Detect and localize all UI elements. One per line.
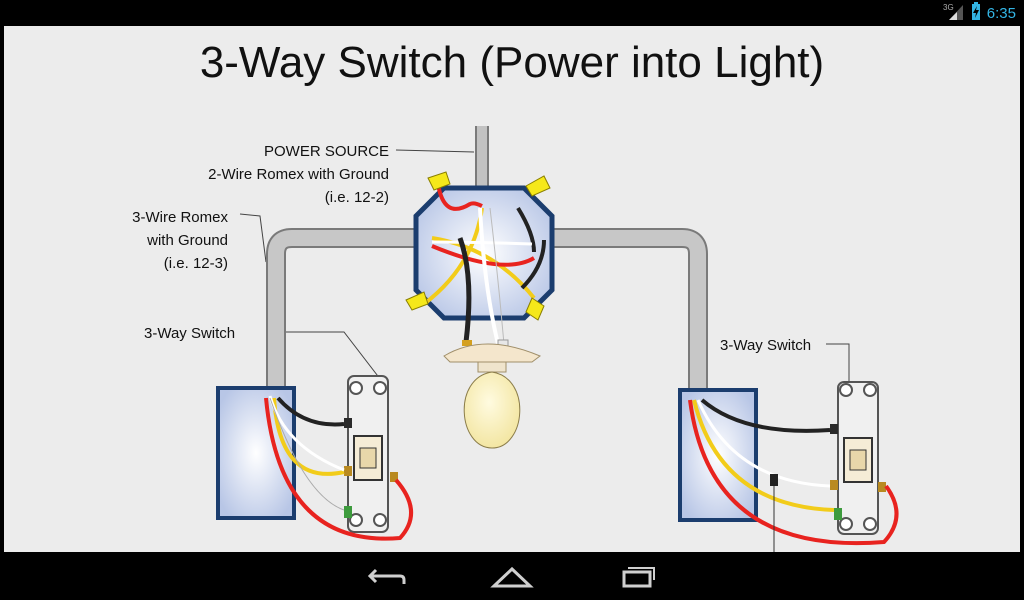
switch-right-label: 3-Way Switch <box>720 337 812 354</box>
clock: 6:35 <box>986 4 1016 22</box>
network-type: 3G <box>943 3 954 12</box>
status-bar: 3G 6:35 <box>0 0 1024 26</box>
battery-charging-icon <box>971 1 981 25</box>
navigation-bar <box>0 552 1024 600</box>
leader-lines <box>239 149 850 386</box>
switch-left-label: 3-Way Switch <box>144 325 236 342</box>
back-button[interactable] <box>354 558 414 594</box>
wiring-diagram <box>216 126 899 552</box>
light-fixture <box>443 339 541 449</box>
wire-nuts <box>405 171 551 321</box>
recents-button[interactable] <box>608 558 668 594</box>
three-way-switch-right <box>830 381 886 535</box>
romex3-text-b: with Ground <box>147 232 228 249</box>
back-icon <box>367 568 406 584</box>
romex3-label: 3-Wire Romex with Ground (i.e. 12-3) <box>74 206 228 275</box>
switch-box-left <box>216 386 296 520</box>
power-source-label: POWER SOURCE 2-Wire Romex with Ground (i… <box>184 140 389 209</box>
diagram-canvas: 3-Way Switch (Power into Light) <box>4 26 1020 552</box>
power-source-text: POWER SOURCE <box>263 143 389 160</box>
right-switch-wires <box>688 398 899 552</box>
three-way-switch-left <box>344 375 398 533</box>
romex3-text-a: 3-Wire Romex <box>132 209 228 226</box>
junction-wires <box>422 183 546 345</box>
signal-icon: 3G <box>943 2 965 25</box>
home-button[interactable] <box>482 558 542 594</box>
status-icons: 3G 6:35 <box>943 1 1016 25</box>
power-cable-example: (i.e. 12-2) <box>324 189 389 206</box>
romex3-example: (i.e. 12-3) <box>163 255 228 272</box>
romex-left <box>266 228 432 388</box>
left-switch-wires <box>264 395 414 541</box>
home-icon <box>490 566 534 588</box>
diagram-title: 3-Way Switch (Power into Light) <box>199 38 825 87</box>
recents-icon <box>622 567 655 588</box>
romex-right <box>544 228 708 390</box>
power-cable-text: 2-Wire Romex with Ground <box>208 166 389 183</box>
